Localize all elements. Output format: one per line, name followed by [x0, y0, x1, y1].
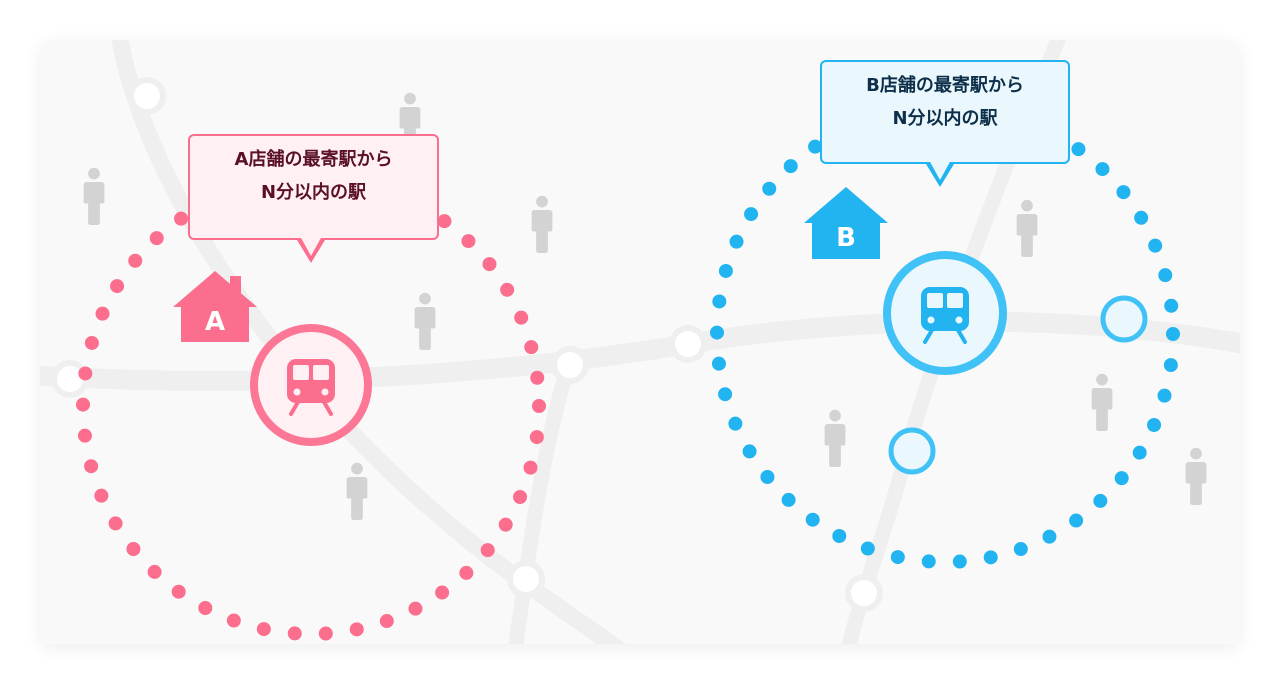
track-curve-main [111, 40, 627, 644]
radius-ring-a [76, 171, 546, 641]
callout-b: B店舗の最寄駅から N分以内の駅 [820, 60, 1070, 164]
person-icon [824, 409, 846, 467]
callout-a-line-2: N分以内の駅 [260, 182, 367, 203]
station-node [128, 77, 166, 115]
station-b [883, 251, 1007, 375]
store-b-letter: B [836, 223, 856, 253]
callout-a: A店舗の最寄駅から N分以内の駅 [188, 134, 439, 240]
house-icon-a: A [173, 271, 257, 342]
callout-b-tail-fill [929, 160, 951, 180]
station-node [551, 346, 589, 384]
store-a-letter: A [205, 307, 225, 337]
station-node [845, 574, 883, 612]
callout-a-tail-fill [300, 236, 322, 256]
train-icon [921, 287, 969, 344]
callout-b-line-1: B店舗の最寄駅から [866, 75, 1024, 96]
callout-a-line-1: A店舗の最寄駅から [234, 149, 393, 170]
person-icon [414, 292, 436, 350]
person-icon [1016, 199, 1038, 257]
station-node [507, 560, 545, 598]
callout-b-line-2: N分以内の駅 [892, 108, 998, 129]
person-icon [83, 167, 105, 225]
station-nodes [51, 77, 883, 612]
train-icon [287, 359, 335, 416]
radius-ring-b [710, 99, 1180, 569]
nearby-station-b1 [1100, 295, 1148, 343]
track-branch-a [508, 358, 576, 644]
person-icon [531, 195, 553, 253]
map-scene: A B [40, 40, 1240, 644]
nearby-station-b2 [888, 427, 936, 475]
house-icon-b: B [804, 187, 888, 259]
station-a [250, 324, 372, 446]
person-icon [1185, 447, 1207, 505]
station-node [669, 325, 707, 363]
person-icon [346, 462, 368, 520]
person-icon [1091, 373, 1113, 431]
